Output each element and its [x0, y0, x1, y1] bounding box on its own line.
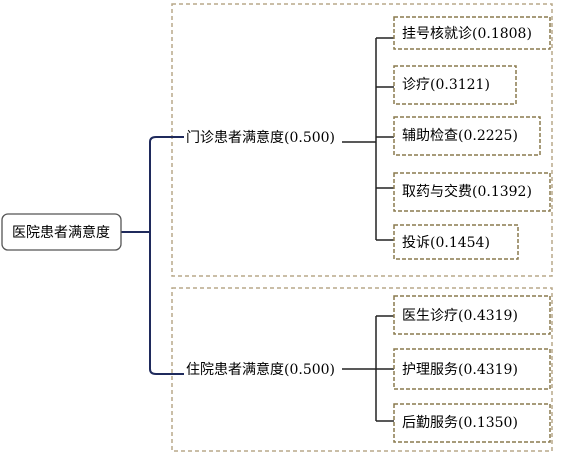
- root-label: 医院患者满意度: [12, 224, 110, 241]
- item-box: [393, 116, 541, 156]
- item-label: 投诉(0.1454): [402, 235, 490, 251]
- item-box: [393, 16, 551, 50]
- outpatient-children-connector: [342, 37, 394, 241]
- item-label: 辅助检查(0.2225): [402, 128, 518, 144]
- inpatient-children-connector: [342, 315, 394, 422]
- inpatient-group-label: 住院患者满意度(0.500): [186, 361, 335, 378]
- item-box: [393, 295, 551, 335]
- item-label: 取药与交费(0.1392): [402, 183, 532, 200]
- item-box: [393, 348, 551, 390]
- root-connector: [121, 136, 184, 375]
- item-box: [393, 224, 519, 260]
- item-box: [393, 65, 517, 105]
- outpatient-group-label: 门诊患者满意度(0.500): [186, 129, 335, 146]
- inpatient-group-frame: [171, 287, 553, 452]
- root-node: [1, 213, 122, 251]
- item-label: 挂号核就诊(0.1808): [402, 26, 532, 42]
- item-label: 后勤服务(0.1350): [402, 415, 518, 431]
- item-box: [393, 403, 551, 443]
- outpatient-group-frame: [171, 3, 553, 277]
- item-box: [393, 172, 551, 212]
- item-label: 诊疗(0.3121): [402, 77, 490, 93]
- item-label: 护理服务(0.4319): [402, 362, 518, 378]
- item-label: 医生诊疗(0.4319): [402, 308, 518, 324]
